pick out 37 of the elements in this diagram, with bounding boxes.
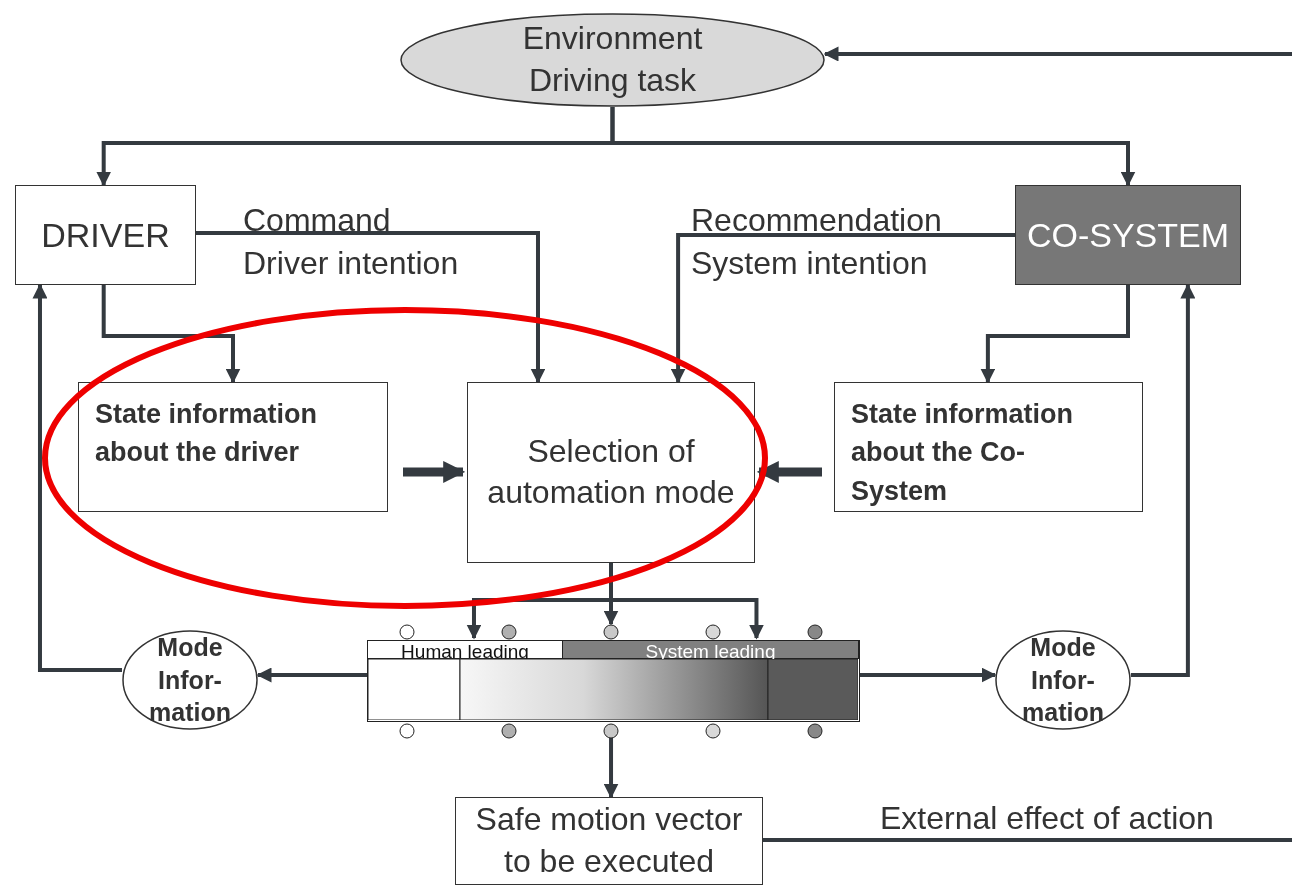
mode-scale-bar bbox=[367, 640, 860, 722]
edge-label: Command Driver intention bbox=[243, 201, 460, 283]
arrow bbox=[610, 107, 1136, 187]
arrow bbox=[196, 231, 546, 384]
ellipse-node bbox=[400, 13, 825, 107]
node-text: State information about the driver bbox=[95, 398, 318, 470]
process-box bbox=[834, 382, 1143, 512]
arrow bbox=[466, 563, 764, 640]
node-text: Environment Driving task bbox=[521, 19, 704, 100]
edge-label: Recommendation System intention bbox=[691, 201, 943, 283]
arrow bbox=[1131, 283, 1196, 677]
arrow bbox=[256, 667, 367, 683]
node-text: State information about the Co-System bbox=[851, 398, 1074, 508]
edge-label: External effect of action bbox=[880, 799, 1215, 838]
process-box bbox=[78, 382, 388, 512]
scale-header-text: System leading bbox=[563, 641, 859, 659]
arrow bbox=[756, 460, 822, 483]
node-text: Selection of automation mode bbox=[486, 431, 736, 513]
node-text: DRIVER bbox=[40, 214, 171, 256]
arrow bbox=[823, 46, 1292, 62]
node-text: Safe motion vector to be executed bbox=[474, 800, 744, 881]
arrow bbox=[603, 738, 619, 799]
arrow bbox=[860, 667, 997, 683]
arrow bbox=[403, 460, 466, 483]
process-box bbox=[467, 382, 755, 563]
arrow bbox=[101, 285, 241, 384]
arrow bbox=[670, 233, 1015, 384]
process-box bbox=[455, 797, 763, 885]
node-text: Mode Infor- mation bbox=[148, 632, 232, 729]
arrow bbox=[32, 283, 122, 672]
node-text: CO-SYSTEM bbox=[1025, 214, 1231, 256]
ellipse-node bbox=[122, 630, 258, 730]
process-box bbox=[1015, 185, 1241, 285]
ellipse-node bbox=[995, 630, 1131, 730]
arrow bbox=[980, 285, 1130, 384]
process-box bbox=[15, 185, 196, 285]
node-text: Mode Infor- mation bbox=[1021, 632, 1105, 729]
